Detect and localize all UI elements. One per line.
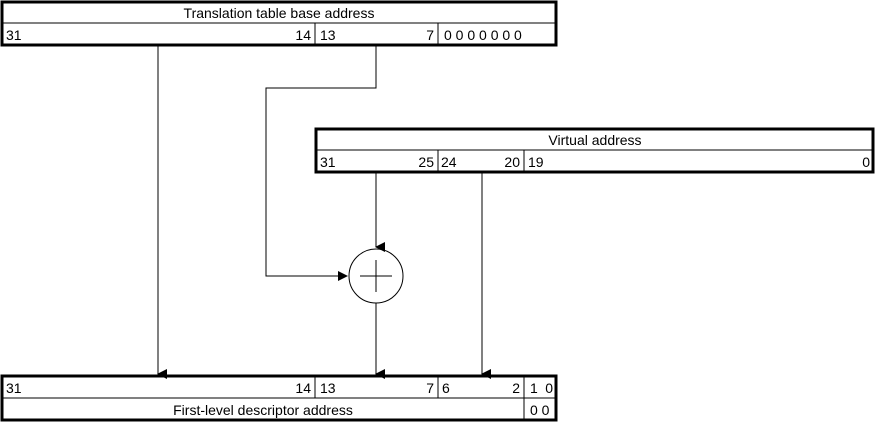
va-bit-24: 24 <box>441 154 457 170</box>
plus-icon <box>360 260 392 292</box>
ttb-bit-14: 14 <box>295 27 311 43</box>
va-bit-19: 19 <box>528 154 544 170</box>
va-bit-31: 31 <box>320 154 336 170</box>
fld-bit-0: 0 <box>545 380 553 396</box>
va-title: Virtual address <box>548 132 641 148</box>
fld-bit-1: 1 <box>530 380 538 396</box>
ttb-title: Translation table base address <box>184 5 375 21</box>
arrow-ttb-mid-to-adder <box>265 45 377 281</box>
ttb-bit-7: 7 <box>426 27 434 43</box>
fld-bit-2: 2 <box>512 380 520 396</box>
va-bit-0: 0 <box>862 154 870 170</box>
ttb-bit-31: 31 <box>6 27 22 43</box>
fld-bit-14: 14 <box>295 380 311 396</box>
fld-bit-31: 31 <box>6 380 22 396</box>
fld-low-bits-value: 0 0 <box>530 402 550 418</box>
virtual-address-register: Virtual address 31 25 24 20 19 0 <box>314 127 875 174</box>
va-bit-25: 25 <box>418 154 434 170</box>
connections <box>157 45 491 379</box>
fld-title: First-level descriptor address <box>173 402 353 418</box>
fld-bit-6: 6 <box>442 380 450 396</box>
adder <box>348 248 404 304</box>
ttb-register: Translation table base address 31 14 13 … <box>0 0 558 47</box>
ttb-bit-13: 13 <box>320 27 336 43</box>
fld-bit-13: 13 <box>320 380 336 396</box>
va-bit-20: 20 <box>504 154 520 170</box>
ttb-zeros: 0 0 0 0 0 0 0 <box>444 27 522 43</box>
first-level-descriptor-register: 31 14 13 7 6 2 1 0 First-level descripto… <box>0 374 558 422</box>
fld-bit-7: 7 <box>426 380 434 396</box>
